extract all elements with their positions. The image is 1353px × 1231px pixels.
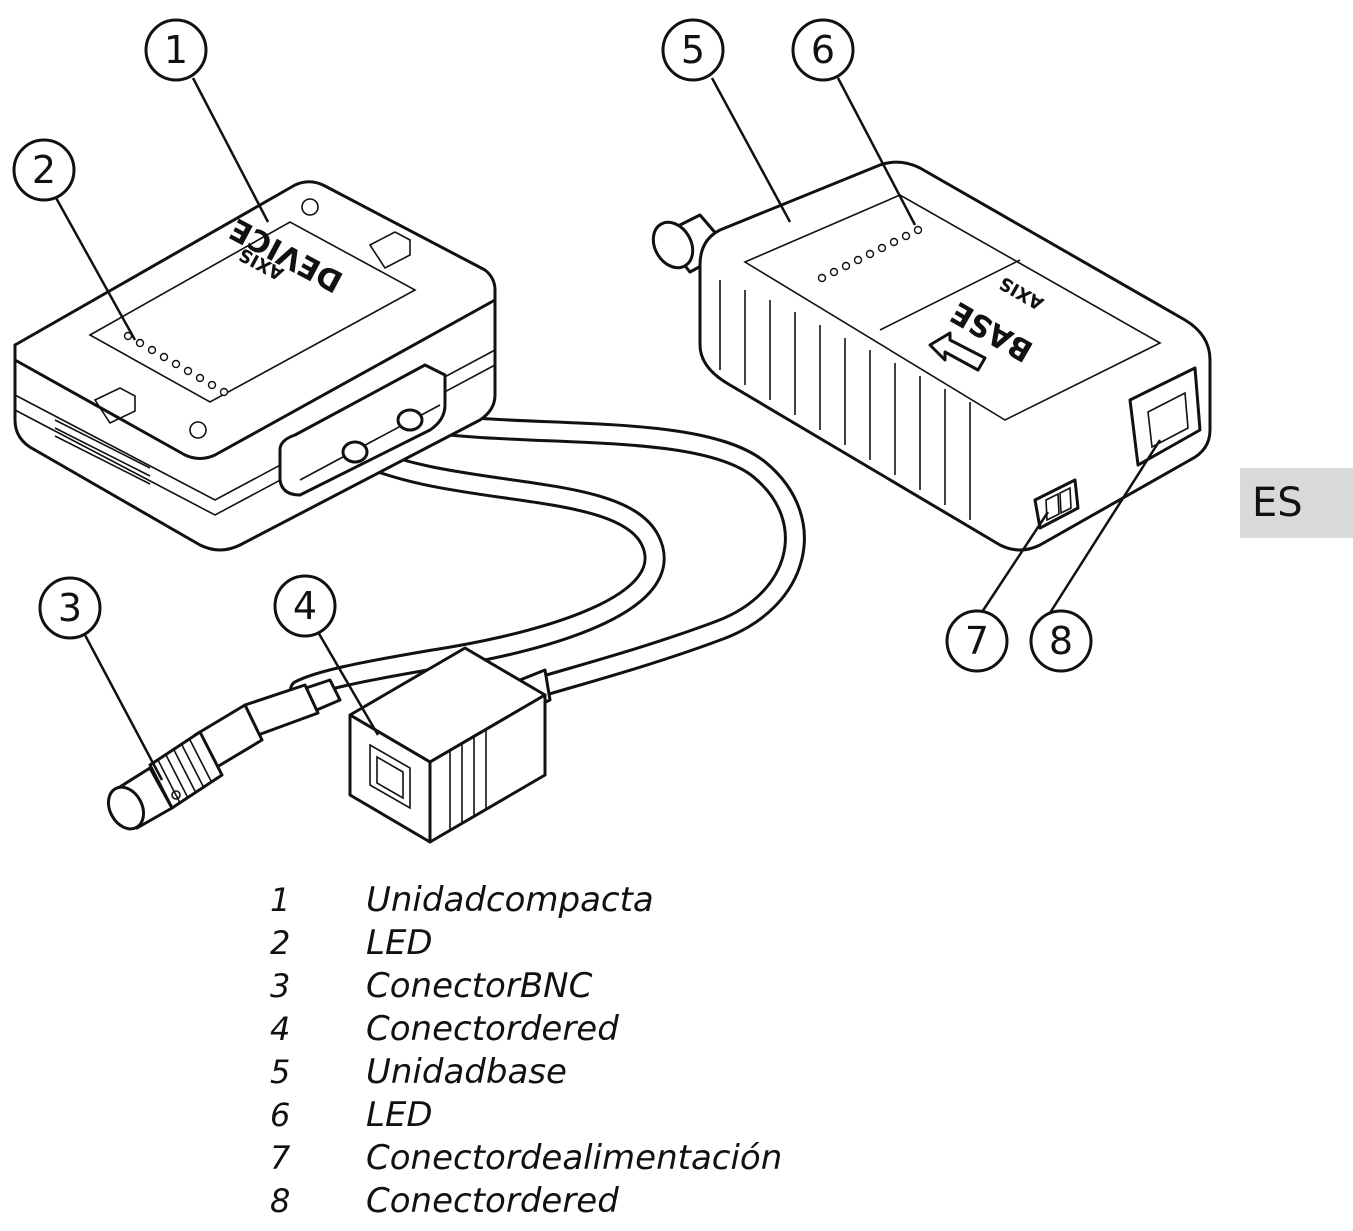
callout-1: 1 [144, 18, 208, 82]
legend-label: Unidadbase [366, 1052, 567, 1092]
device-led-row [123, 331, 229, 397]
rj45-coupler [348, 646, 552, 844]
product-diagram: AXIS DEVICE [12, 18, 1212, 844]
mounting-clip [368, 231, 411, 270]
legend-item: 8 Conectordered [270, 1181, 970, 1224]
legend-label: LED [366, 923, 433, 963]
legend-label: Conectordealimentación [366, 1138, 783, 1178]
screw-hole [189, 421, 207, 439]
cable-group [289, 409, 806, 701]
callout-3: 3 [38, 576, 102, 640]
callout-5: 5 [661, 18, 725, 82]
legend-item: 7 Conectordealimentación [270, 1138, 970, 1181]
base-led-row [817, 225, 923, 283]
legend-item: 5 Unidadbase [270, 1052, 970, 1095]
legend-item: 4 Conectordered [270, 1009, 970, 1052]
callout-2: 2 [12, 138, 76, 202]
base-unit: AXIS BASE [651, 160, 1212, 552]
callout-7: 7 [945, 609, 1009, 673]
callout-4: 4 [273, 574, 337, 638]
language-tab: ES [1240, 468, 1353, 538]
callout-number: 3 [58, 586, 82, 630]
legend-item: 6 LED [270, 1095, 970, 1138]
callout-number: 6 [811, 28, 835, 72]
cable-strain-relief [278, 363, 447, 497]
screw-hole [301, 198, 319, 216]
legend-label: Conectordered [366, 1009, 619, 1049]
legend-number: 5 [270, 1053, 291, 1091]
callout-number: 5 [681, 28, 705, 72]
legend-number: 3 [270, 967, 291, 1005]
mounting-clip [93, 387, 136, 425]
legend-number: 1 [270, 881, 291, 919]
leader-lines [53, 77, 1162, 781]
legend-item: 3 ConectorBNC [270, 966, 970, 1009]
callout-number: 1 [164, 28, 188, 72]
compact-unit: AXIS DEVICE [13, 180, 497, 552]
arrow-icon [928, 331, 987, 372]
legend-number: 2 [270, 924, 291, 962]
legend-number: 6 [270, 1096, 291, 1134]
callout-number: 8 [1049, 619, 1073, 663]
legend-label: ConectorBNC [366, 966, 593, 1006]
parts-legend: 1 Unidadcompacta 2 LED 3 ConectorBNC 4 C… [270, 880, 970, 1224]
legend-label: LED [366, 1095, 433, 1135]
callout-6: 6 [791, 18, 855, 82]
legend-label: Unidadcompacta [366, 880, 654, 920]
legend-number: 8 [270, 1182, 291, 1220]
legend-item: 2 LED [270, 923, 970, 966]
legend-number: 4 [270, 1010, 291, 1048]
legend-item: 1 Unidadcompacta [270, 880, 970, 923]
bnc-connector [106, 678, 342, 831]
network-port [1128, 366, 1202, 467]
callout-number: 2 [32, 148, 56, 192]
legend-number: 7 [270, 1139, 291, 1177]
callout-number: 7 [965, 619, 989, 663]
callout-8: 8 [1029, 609, 1093, 673]
legend-label: Conectordered [366, 1181, 619, 1221]
callout-number: 4 [293, 584, 317, 628]
